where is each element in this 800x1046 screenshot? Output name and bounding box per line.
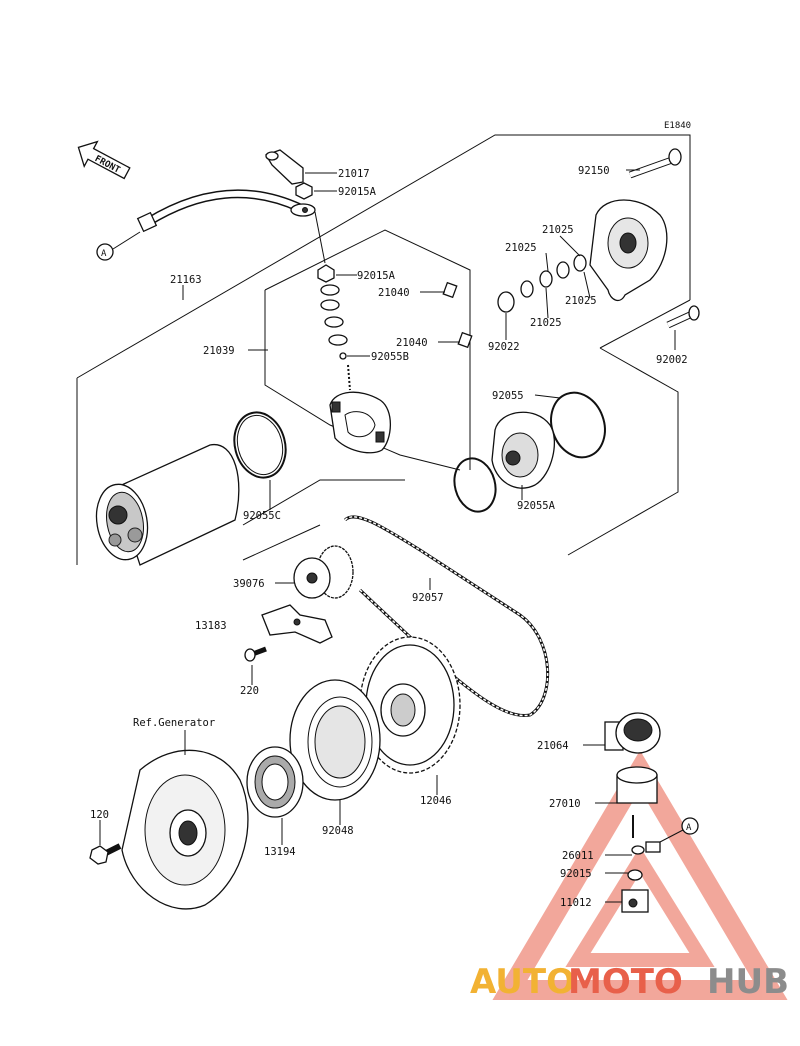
label-92055: 92055 [492, 390, 524, 402]
label-21025-a: 21025 [542, 224, 574, 236]
label-92022: 92022 [488, 341, 520, 353]
sprocket-39076 [293, 545, 354, 599]
label-21025-d: 21025 [530, 317, 562, 329]
grommet-92015 [627, 869, 643, 881]
label-21040-a: 21040 [378, 287, 410, 299]
generator-rotor [121, 749, 249, 910]
o-ring-92055A [453, 457, 497, 513]
leader-lines [99, 169, 676, 903]
label-92057: 92057 [412, 592, 444, 604]
label-21025-b: 21025 [505, 242, 537, 254]
motor-yoke [95, 444, 240, 566]
o-ring-92055C [233, 411, 287, 479]
label-92015A-mid: 92015A [357, 270, 396, 282]
cap-27010 [616, 766, 658, 804]
label-120: 120 [90, 809, 109, 821]
nut-92015A-top [295, 182, 313, 200]
assembly-outline [76, 134, 691, 565]
terminal-boot-21017 [265, 149, 304, 185]
terminal-11012 [621, 889, 649, 913]
clutch-92048 [289, 679, 381, 801]
watermark-hub: HUB [707, 962, 789, 1002]
label-92055B: 92055B [371, 351, 409, 363]
nut-92015A-mid [317, 264, 335, 283]
label-92002: 92002 [656, 354, 688, 366]
watermark-text: AUTO MOTO HUB [470, 962, 789, 1002]
label-21064: 21064 [537, 740, 569, 752]
connector-a-cable: A [96, 231, 141, 261]
starter-cable [136, 189, 316, 233]
connector-a-solenoid [681, 817, 699, 835]
label-21017: 21017 [338, 168, 370, 180]
washer [324, 316, 344, 328]
washer-92022 [497, 291, 515, 313]
o-ring-92055B [339, 352, 347, 360]
label-21040-b: 21040 [396, 337, 428, 349]
label-39076: 39076 [233, 578, 265, 590]
part-labels: 21017 92015A 21163 92015A 21040 21039 21… [90, 165, 688, 909]
svg-text:A: A [686, 823, 692, 833]
label-13183: 13183 [195, 620, 227, 632]
label-92048: 92048 [322, 825, 354, 837]
label-13194: 13194 [264, 846, 296, 858]
watermark-moto: MOTO [568, 962, 683, 1002]
bolt-120 [89, 843, 122, 865]
gear-12046 [359, 636, 461, 774]
label-21163: 21163 [170, 274, 202, 286]
washer-21025-c [539, 270, 553, 288]
watermark-auto: AUTO [470, 962, 575, 1002]
brush-plate-21039 [329, 391, 392, 454]
washer-21025-a [573, 254, 587, 272]
watermark-triangle-logo [492, 750, 788, 1000]
label-11012: 11012 [560, 897, 592, 909]
connector-26011 [631, 841, 661, 855]
label-92015: 92015 [560, 868, 592, 880]
solenoid-21064 [604, 712, 661, 754]
bolt-92150 [628, 148, 682, 179]
brush-21040-b [457, 331, 473, 349]
label-26011: 26011 [562, 850, 594, 862]
plate-13183 [261, 604, 333, 644]
label-27010: 27010 [549, 798, 581, 810]
washer-21025-d [520, 280, 534, 298]
bolt-92002 [666, 305, 700, 329]
label-21025-c: 21025 [565, 295, 597, 307]
end-cover [589, 199, 668, 302]
label-220: 220 [240, 685, 259, 697]
label-ref-generator: Ref.Generator [133, 717, 215, 729]
svg-text:A: A [101, 249, 107, 259]
bearing-13194 [246, 746, 304, 818]
washer [320, 299, 340, 311]
label-12046: 12046 [420, 795, 452, 807]
brush-21040-a [442, 281, 458, 299]
label-21039: 21039 [203, 345, 235, 357]
screw-220 [244, 646, 267, 662]
label-92150: 92150 [578, 165, 610, 177]
label-92055A: 92055A [517, 500, 556, 512]
washer [320, 284, 340, 296]
front-direction-arrow: FRONT [77, 140, 131, 180]
washer-21025-b [556, 261, 570, 279]
diagram-code: E1840 [664, 121, 691, 131]
label-92015A-top: 92015A [338, 186, 377, 198]
gear-housing [491, 411, 555, 489]
label-92055C: 92055C [243, 510, 281, 522]
washer [328, 334, 348, 346]
